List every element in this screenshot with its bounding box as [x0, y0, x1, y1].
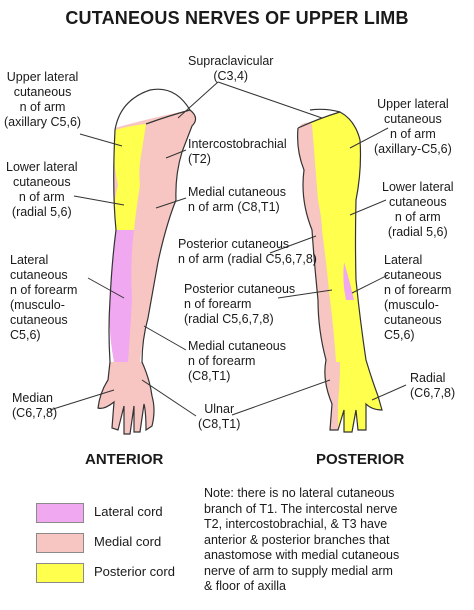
posterior-limb	[297, 108, 383, 433]
leader-posterior-lateral-forearm	[351, 274, 389, 294]
legend-label: Lateral cord	[94, 504, 163, 519]
posterior-medial-forearm-region	[312, 230, 336, 362]
anterior-neck-outline	[149, 88, 191, 111]
anterior-lateral-forearm-region	[109, 230, 134, 362]
anterior-upper-lateral-region	[114, 124, 146, 185]
leader-medial-forearm	[143, 325, 187, 351]
leader-anterior-upper-lateral	[79, 133, 123, 147]
posterior-shoulder-outline	[309, 108, 341, 113]
legend-swatch	[36, 533, 84, 553]
leader-supraclavicular-posterior	[217, 81, 323, 119]
posterior-limb-outline	[297, 111, 383, 433]
anterior-lower-lateral-region	[114, 185, 140, 230]
label-radial: Radial(C6,7,8)	[410, 371, 456, 400]
leader-ulnar-anterior	[141, 379, 197, 417]
posterior-medial-arm-region	[297, 122, 322, 230]
leader-median	[49, 389, 115, 411]
leader-posterior-arm	[269, 235, 317, 254]
legend-swatch	[36, 563, 84, 583]
figure-title: CUTANEOUS NERVES OF UPPER LIMB	[65, 8, 409, 28]
leader-posterior-lower-lateral	[349, 199, 387, 216]
leader-posterior-upper-lateral	[349, 127, 389, 149]
label-median: Median(C6,7,8)	[12, 391, 58, 420]
anterior-limb-outline	[97, 89, 197, 435]
label-ulnar: Ulnar(C8,T1)	[198, 402, 241, 431]
label-supraclavicular: Supraclavicular(C3,4)	[188, 54, 274, 83]
leader-anterior-lateral-forearm	[87, 277, 125, 299]
leader-anterior-lower-lateral	[73, 195, 125, 206]
legend-label: Posterior cord	[94, 564, 175, 579]
leader-posterior-forearm	[277, 289, 333, 299]
view-label-posterior: POSTERIOR	[316, 451, 405, 468]
leader-ulnar-posterior	[231, 379, 331, 416]
posterior-hand-ulnar-region	[324, 360, 340, 430]
anterior-hand-median-region	[98, 362, 126, 430]
posterior-arm-region	[297, 112, 382, 432]
leader-lines	[49, 81, 407, 417]
posterior-lateral-forearm-region	[343, 262, 354, 300]
anterior-limb	[97, 88, 197, 435]
legend-swatch	[36, 503, 84, 523]
leader-medial-arm	[155, 197, 187, 209]
legend-label: Medial cord	[94, 534, 162, 549]
leader-radial	[371, 384, 407, 401]
leader-supraclavicular-anterior	[177, 81, 219, 119]
leader-intercostobrachial	[165, 149, 187, 159]
label-intercostobrachial: Intercostobrachial(T2)	[188, 137, 287, 166]
view-label-anterior: ANTERIOR	[85, 451, 164, 468]
